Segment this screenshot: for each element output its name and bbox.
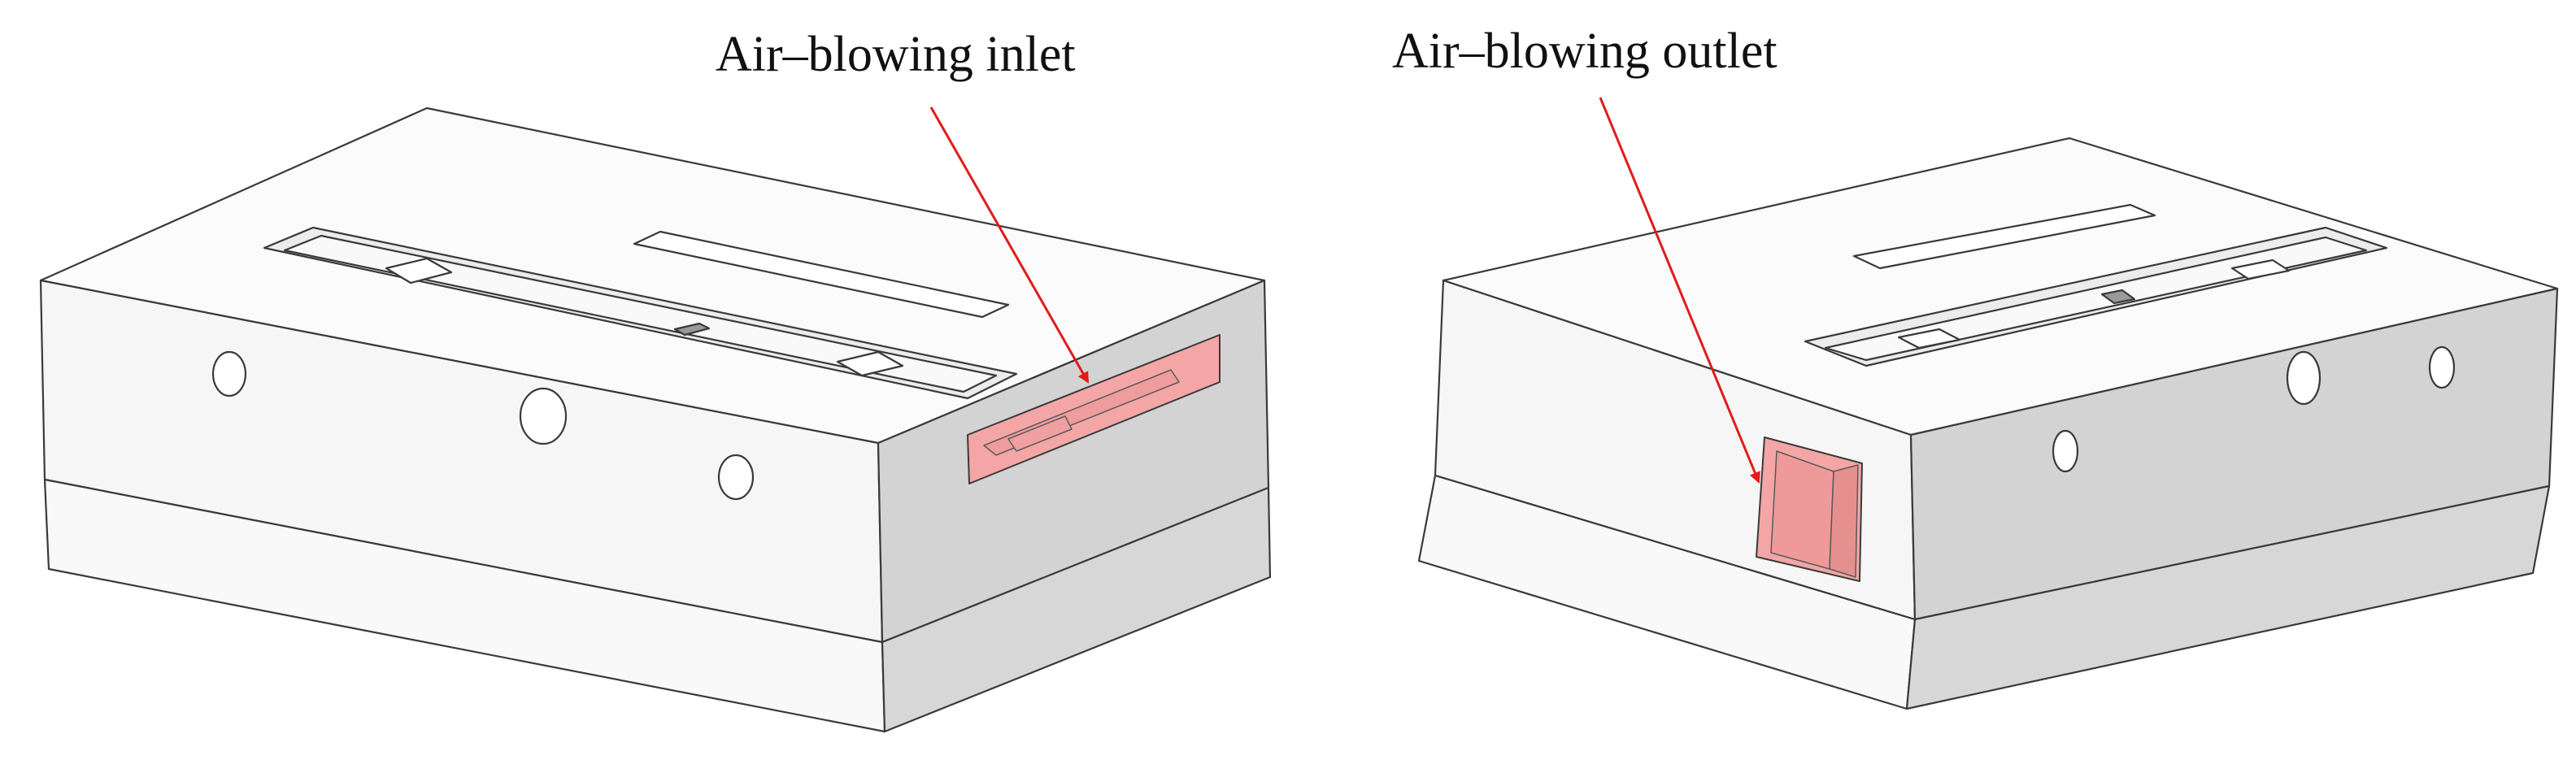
right-base-side-face <box>1905 484 2551 710</box>
left-slot-tab-1 <box>385 257 453 284</box>
inlet-pointer-arrow <box>929 106 1090 384</box>
right-mold-assembly <box>1417 137 2559 710</box>
left-top-slot-inner <box>283 234 998 393</box>
right-slot-tab-1 <box>1897 328 1961 350</box>
right-hole-small-1 <box>2052 429 2079 473</box>
right-slot-center-notch <box>2100 289 2136 305</box>
left-slot-tab-2 <box>836 350 904 377</box>
left-hole-small-1 <box>211 350 247 397</box>
left-top-plate <box>633 230 1010 319</box>
right-hole-small-2 <box>2428 345 2456 389</box>
left-base-side-face <box>881 486 1272 733</box>
right-hole-large <box>2286 350 2321 406</box>
left-mold-assembly <box>39 106 1272 733</box>
right-slot-tab-2 <box>2230 258 2291 280</box>
right-top-plate <box>1852 203 2156 270</box>
air-outlet-inner-face <box>1770 450 1834 570</box>
left-hole-large <box>519 387 568 445</box>
outlet-pointer-arrow <box>1599 97 1760 484</box>
air-inlet-step <box>1007 415 1073 452</box>
left-slot-center-notch <box>673 322 711 337</box>
air-blowing-inlet-label: Air–blowing inlet <box>716 27 1076 82</box>
right-top-slot-inner <box>1824 236 2368 362</box>
air-outlet-recess <box>1829 464 1859 578</box>
air-blowing-outlet-label: Air–blowing outlet <box>1392 24 1778 79</box>
left-hole-small-2 <box>717 454 755 501</box>
